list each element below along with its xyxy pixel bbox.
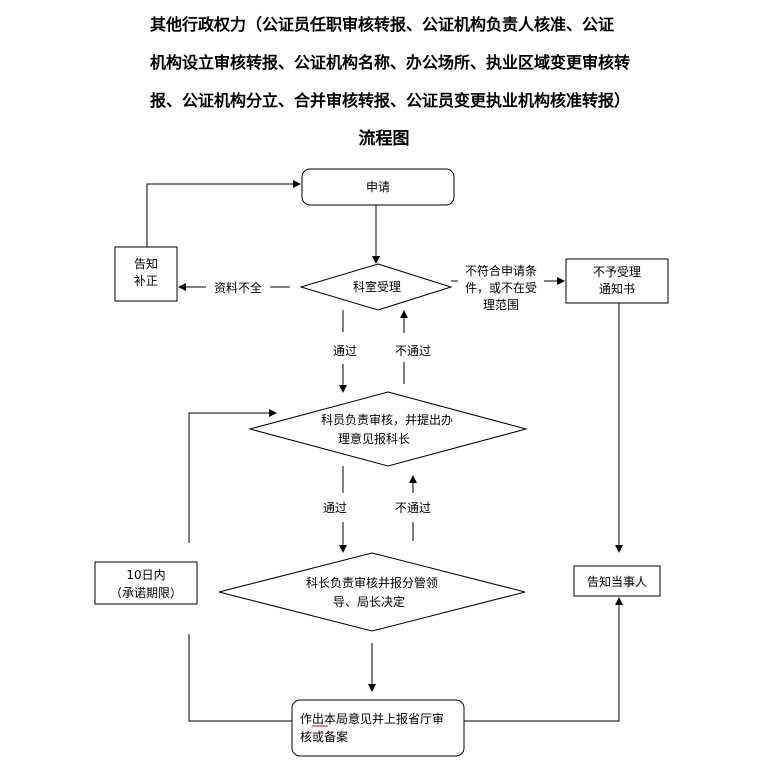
not-conform-label-3: 理范围 (483, 298, 519, 312)
loop-ten-days-to-officer (188, 409, 277, 543)
loop-final-to-ten-days (188, 634, 292, 722)
ten-days-text-2: （承诺期限） (110, 586, 182, 600)
reject-notice-text-2: 通知书 (599, 282, 635, 296)
not-conform-label-1: 不符合申请条 (465, 263, 537, 278)
arrow-final-to-inform (464, 597, 623, 722)
chief-review-text-2: 导、局长决定 (333, 594, 405, 609)
officer-review-text-1: 科员负责审核，并提出办 (321, 412, 453, 427)
arrow-notify-to-apply (146, 180, 301, 247)
officer-review-text-2: 理意见报科长 (338, 431, 410, 446)
pass-label-1: 通过 (333, 344, 357, 358)
not-conform-label-bg (458, 262, 544, 312)
final-decision-text-1: 作出本局意见并上报省厅审 (300, 711, 444, 726)
apply-node-text: 申请 (366, 180, 390, 194)
notify-correct-text-2: 补正 (134, 274, 158, 288)
page-title-line-1: 其他行政权力（公证员任职审核转报、公证机构负责人核准、公证 (150, 15, 615, 34)
reject-notice-node (565, 258, 669, 304)
page-title-line-2: 机构设立审核转报、公证机构名称、办公场所、执业区域变更审核转 (150, 53, 631, 72)
reject-notice-text-1: 不予受理 (593, 265, 641, 279)
ten-days-text-1: 10日内 (126, 568, 165, 582)
final-decision-text-2: 核或备案 (300, 729, 348, 744)
office-accept-node (299, 263, 453, 311)
fail-label-2: 不通过 (395, 501, 431, 515)
page-subtitle: 流程图 (358, 129, 410, 149)
notify-correct-node (114, 246, 178, 302)
apply-node (301, 168, 455, 206)
page-title-line-3: 报、公证机构分立、合并审核转报、公证员变更执业机构核准转报） (150, 91, 631, 110)
ten-days-node (94, 561, 198, 605)
chief-review-node (218, 552, 526, 632)
fail-label-1: 不通过 (395, 344, 431, 358)
office-accept-text: 科室受理 (353, 279, 401, 294)
incomplete-label: 资料不全 (214, 280, 262, 295)
chief-review-text-1: 科长负责审核并报分管领 (306, 575, 438, 590)
final-decision-node (291, 699, 465, 757)
inform-party-node (573, 565, 661, 597)
notify-correct-text-1: 告知 (134, 257, 158, 271)
not-conform-label-2: 件，或不在受 (465, 281, 537, 295)
pass-label-2: 通过 (323, 501, 347, 515)
incomplete-label-bg (206, 279, 270, 295)
inform-party-text: 告知当事人 (587, 575, 647, 589)
officer-review-node (248, 391, 528, 467)
